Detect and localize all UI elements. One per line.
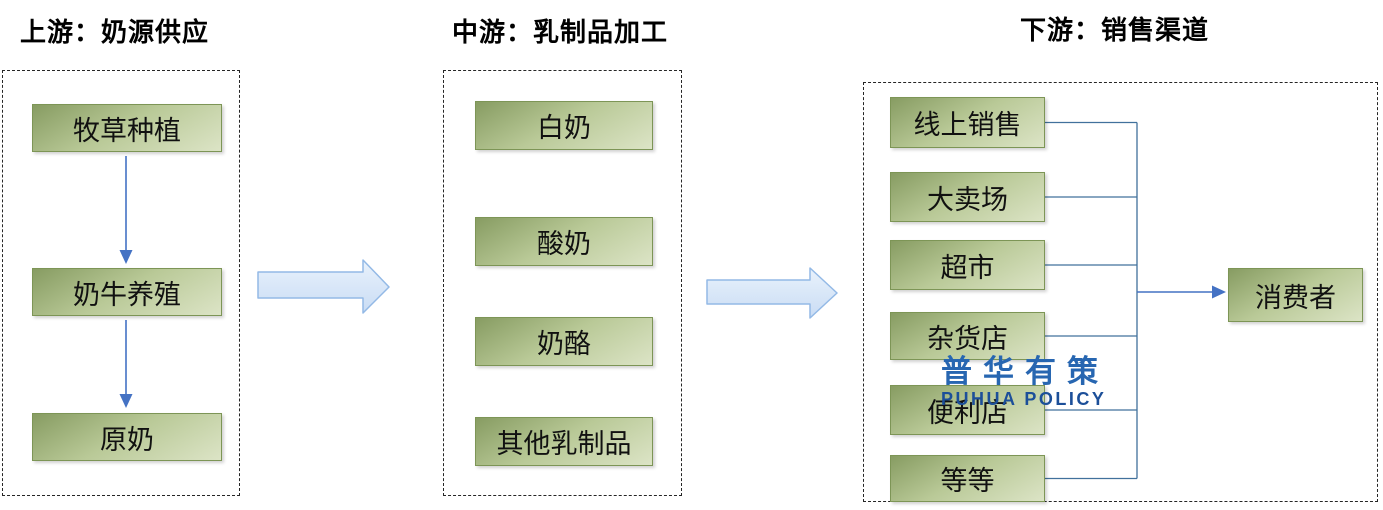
- box-convenience-store: 便利店: [890, 385, 1045, 435]
- box-pasture-planting: 牧草种植: [32, 104, 222, 152]
- box-consumer: 消费者: [1228, 268, 1363, 322]
- downstream-dashed-region: [863, 82, 1378, 502]
- upstream-title: 上游：奶源供应: [20, 17, 210, 47]
- midstream-title: 中游：乳制品加工: [452, 17, 669, 47]
- box-other-dairy-products: 其他乳制品: [475, 417, 653, 466]
- flow-arrow-icon: [257, 259, 390, 314]
- down-arrow-icon: [119, 320, 133, 408]
- box-yogurt: 酸奶: [475, 217, 653, 266]
- box-grocery-store: 杂货店: [890, 312, 1045, 360]
- flow-arrow-icon: [706, 267, 838, 319]
- box-white-milk: 白奶: [475, 101, 653, 150]
- box-etc: 等等: [890, 455, 1045, 502]
- down-arrow-icon: [119, 156, 133, 264]
- downstream-title: 下游：销售渠道: [1020, 15, 1210, 45]
- box-hypermarket: 大卖场: [890, 172, 1045, 222]
- box-dairy-cow-farming: 奶牛养殖: [32, 268, 222, 316]
- box-cheese: 奶酪: [475, 317, 653, 366]
- box-raw-milk: 原奶: [32, 413, 222, 461]
- upstream-dashed-region: [2, 70, 240, 496]
- midstream-dashed-region: [443, 70, 682, 496]
- box-online-sales: 线上销售: [890, 97, 1045, 148]
- consumer-arrow-icon: [1137, 285, 1226, 299]
- channel-bus-connectors: [1045, 121, 1138, 480]
- box-supermarket: 超市: [890, 240, 1045, 290]
